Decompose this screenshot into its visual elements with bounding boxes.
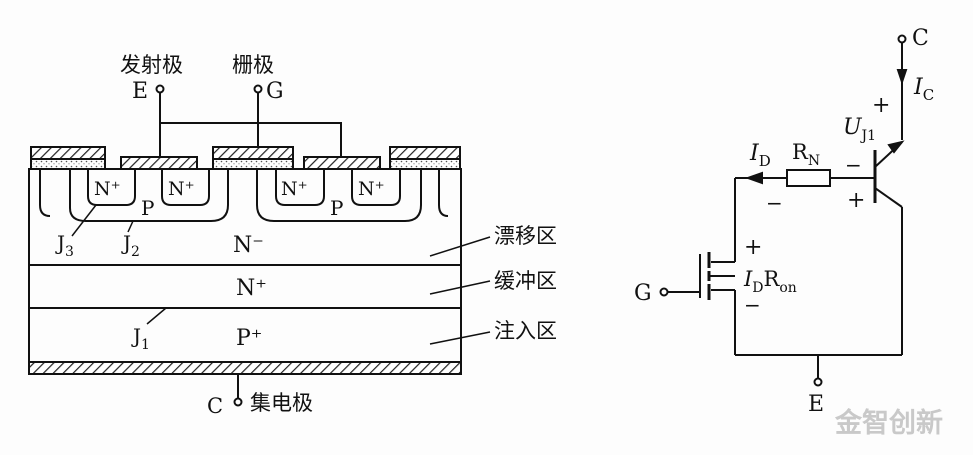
n-plus-label-2: N⁺ [168, 178, 195, 200]
drift-region-label: 漂移区 [494, 224, 557, 248]
oxide-right [389, 158, 461, 170]
emitter-metal-mid [212, 146, 294, 160]
p-label-right: P [330, 196, 343, 220]
uj1-plus: + [872, 93, 890, 118]
collector-metal [28, 361, 462, 375]
collector-terminal-c [897, 34, 907, 44]
gate-terminal-g [659, 287, 669, 297]
buffer-region-label: 缓冲区 [494, 269, 557, 293]
oxide-left [30, 158, 106, 170]
collector-terminal [233, 397, 243, 407]
ic-label: IC [913, 75, 934, 104]
collector-cn-label: 集电极 [250, 391, 313, 415]
uj1-label: UJ1 [843, 115, 876, 144]
pnp-collector-leg [874, 187, 903, 208]
emitter-terminal-e [813, 377, 823, 387]
p-plus-label: P⁺ [236, 326, 262, 351]
mos-plus: + [744, 235, 762, 260]
igbt-structure [28, 84, 491, 407]
j3-label: J3 [55, 231, 74, 260]
p-well-right [256, 169, 422, 222]
p-well-right-edge [438, 169, 449, 217]
structure-labels: 发射极 栅极 E G N⁺ N⁺ N⁺ N⁺ P P N⁻ N⁺ P⁺ J3 J… [55, 53, 557, 418]
rn-minus: − [766, 191, 783, 215]
p-well-left [69, 169, 229, 222]
id-arrow [745, 171, 763, 185]
pnp-emitter-arrow [887, 140, 905, 154]
gate-terminal [253, 84, 263, 94]
watermark: 金智创新 [834, 407, 943, 439]
circuit-labels: C IC + UJ1 − + ID RN − + IDRon − G E [634, 26, 934, 417]
idron-label: IDRon [743, 267, 797, 296]
equivalent-circuit [659, 34, 908, 387]
circuit-collector-label: C [912, 26, 929, 51]
resistor-rn [786, 169, 831, 187]
id-label: ID [749, 141, 771, 170]
circuit-gate-label: G [634, 281, 652, 306]
n-plus-label-4: N⁺ [358, 178, 385, 200]
j3-leader [71, 204, 97, 237]
n-plus-pocket-4 [351, 169, 401, 206]
buffer-leader [429, 280, 491, 295]
oxide-mid [212, 158, 294, 170]
emitter-metal-left [30, 146, 106, 160]
uj1-minus: − [845, 153, 862, 177]
emitter-cn-label: 发射极 [120, 53, 183, 77]
p-label-left: P [141, 196, 154, 220]
circuit-emitter-label: E [808, 392, 824, 417]
gate-metal-left [120, 156, 198, 170]
n-plus-buffer-label: N⁺ [236, 276, 267, 301]
rn-label: RN [792, 140, 820, 169]
n-plus-pocket-3 [275, 169, 325, 206]
j2-label: J2 [121, 231, 140, 260]
j2-leader [127, 220, 134, 233]
emitter-label: E [132, 79, 148, 104]
j1-label: J1 [131, 324, 150, 353]
n-plus-pocket-1 [87, 169, 136, 206]
collector-label: C [207, 394, 223, 418]
mos-minus: − [744, 293, 761, 317]
injection-leader [429, 331, 491, 345]
n-plus-label-3: N⁺ [281, 178, 308, 200]
drift-leader [429, 236, 491, 257]
gate-cn-label: 栅极 [232, 53, 274, 77]
emitter-metal-right [389, 146, 461, 160]
gate-metal-right [303, 156, 381, 170]
emitter-bus [160, 122, 342, 157]
p-well-left-edge [39, 169, 51, 217]
emitter-terminal [155, 84, 165, 94]
n-plus-pocket-2 [161, 169, 210, 206]
injection-region-label: 注入区 [494, 319, 557, 343]
j1-leader [146, 307, 167, 325]
base-plus: + [847, 188, 865, 213]
n-minus-label: N⁻ [233, 233, 264, 258]
n-plus-label-1: N⁺ [94, 178, 121, 200]
ic-arrow [896, 69, 908, 86]
gate-label: G [266, 79, 284, 104]
